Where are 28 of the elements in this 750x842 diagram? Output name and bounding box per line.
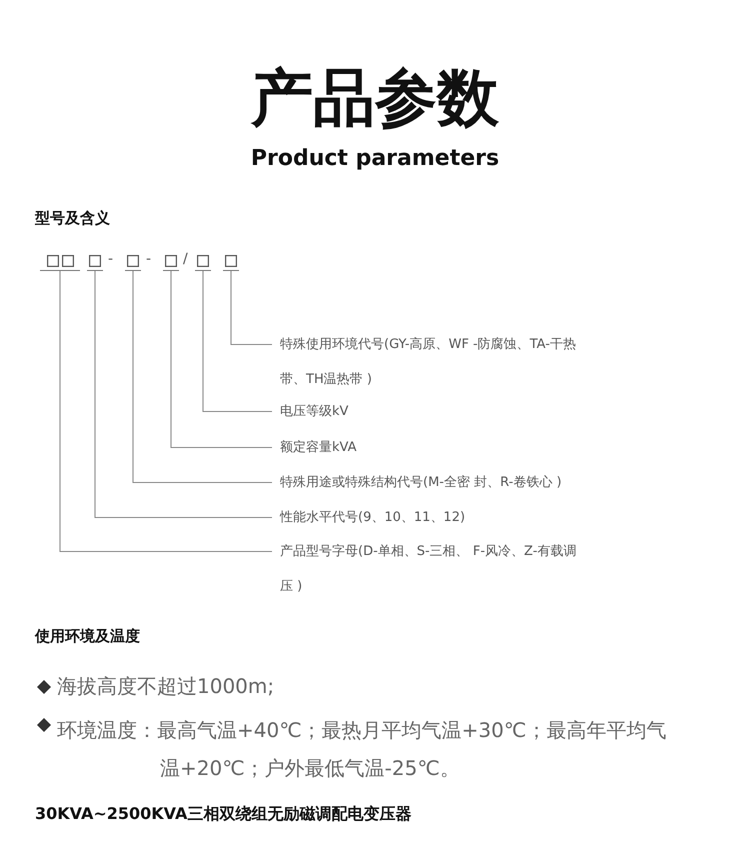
leader-line bbox=[94, 270, 272, 518]
explanation-text: 产品型号字母(D-单相、S-三相、 F-风冷、Z-有载调压 ) bbox=[280, 534, 580, 604]
section-heading: 使用环境及温度 bbox=[35, 627, 140, 646]
code-slot bbox=[163, 252, 179, 271]
separator-mark: - bbox=[146, 251, 152, 267]
separator-mark: / bbox=[183, 251, 188, 267]
explanation-text: 额定容量kVA bbox=[280, 430, 580, 465]
leader-line bbox=[60, 270, 272, 552]
section-heading: 型号及含义 bbox=[35, 209, 110, 228]
leader-line bbox=[132, 270, 272, 483]
subtitle: Product parameters bbox=[250, 146, 500, 171]
code-slot bbox=[125, 252, 141, 271]
leader-line bbox=[202, 270, 272, 412]
explanation-text: 性能水平代号(9、10、11、12) bbox=[280, 500, 580, 535]
explanation-text: 电压等级kV bbox=[280, 394, 580, 429]
code-slot bbox=[87, 252, 103, 271]
leader-line bbox=[230, 270, 272, 345]
bullet-text: 环境温度：最高气温+40℃；最热月平均气温+30℃；最高年平均气温+20℃；户外最低气温-25℃。 bbox=[57, 717, 668, 782]
code-slot bbox=[40, 252, 80, 271]
explanation-text: 特殊用途或特殊结构代号(M-全密 封、R-卷铁心 ) bbox=[280, 465, 640, 500]
separator-mark: - bbox=[108, 251, 114, 267]
leader-line bbox=[170, 270, 272, 448]
product-heading: 30KVA~2500KVA三相双绕组无励磁调配电变压器 bbox=[35, 804, 412, 825]
code-slot bbox=[223, 252, 239, 271]
bullet-text: 海拔高度不超过1000m; bbox=[57, 673, 274, 700]
page-title: 产品参数 bbox=[250, 60, 500, 136]
code-slot bbox=[195, 252, 211, 271]
explanation-text: 特殊使用环境代号(GY-高原、WF -防腐蚀、TA-干热带、TH温热带 ) bbox=[280, 327, 580, 397]
